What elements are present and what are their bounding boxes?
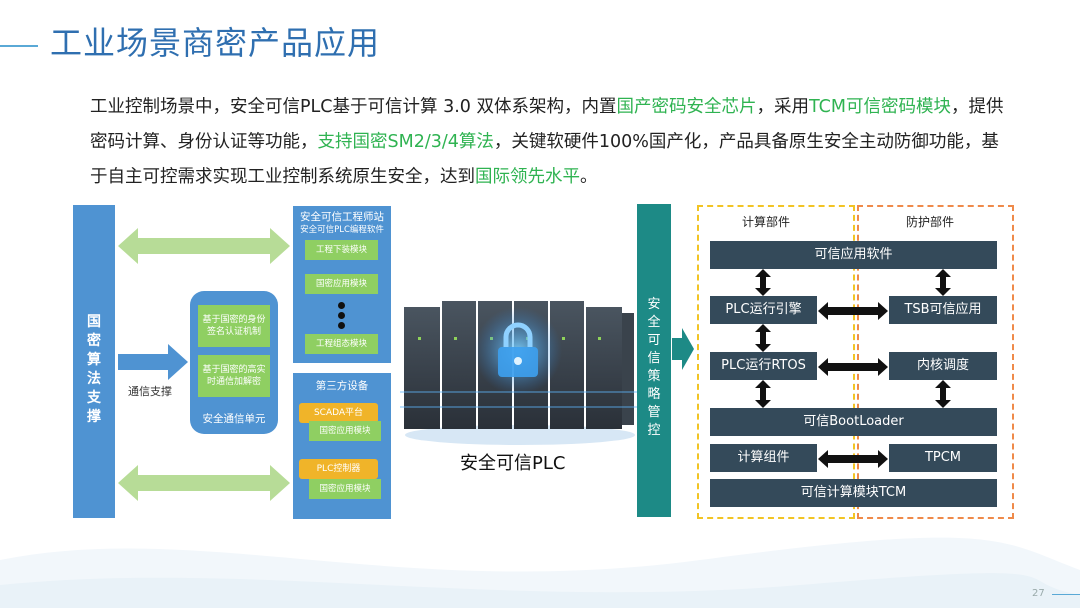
plc-crypto-module: 国密应用模块 xyxy=(309,479,381,499)
title-accent-line xyxy=(0,45,38,47)
trusted-compute-module-tcm: 可信计算模块TCM xyxy=(710,479,997,507)
page-title: 工业场景商密产品应用 xyxy=(50,24,381,62)
compute-region xyxy=(697,205,855,519)
engineer-station-title: 安全可信工程师站 xyxy=(300,211,384,223)
tpcm: TPCM xyxy=(889,444,997,472)
plc-label: 安全可信PLC xyxy=(460,453,566,474)
trusted-bootloader: 可信BootLoader xyxy=(710,408,997,436)
compute-region-caption: 计算部件 xyxy=(742,215,791,229)
intro-text-2: ，采用 xyxy=(756,97,809,117)
trusted-app-software: 可信应用软件 xyxy=(710,241,997,269)
intro-text-1: 工业控制场景中，安全可信PLC基于可信计算 3.0 双体系架构，内置 xyxy=(90,97,617,117)
identity-auth-module: 基于国密的身份签名认证机制 xyxy=(198,305,270,347)
secure-comm-unit: 基于国密的身份签名认证机制 基于国密的高实时通信加解密 安全通信单元 xyxy=(190,291,278,434)
secure-comm-unit-caption: 安全通信单元 xyxy=(202,413,266,425)
horizontal-double-arrow xyxy=(818,302,888,320)
engineer-station-subtitle: 安全可信PLC编程软件 xyxy=(300,225,384,235)
policy-control-pillar: 安 全 可 信 策 略 管 控 xyxy=(637,204,671,517)
double-arrow-top xyxy=(118,228,290,264)
vertical-double-arrow xyxy=(755,380,771,408)
plc-device-image xyxy=(400,301,640,445)
intro-text-4: ，关键软硬件100%国产化，产品具备原生安全主动防御功能，基于自主可控需求实现工… xyxy=(90,132,999,187)
scada-platform: SCADA平台 xyxy=(299,403,378,423)
ellipsis-dot xyxy=(338,312,345,319)
compute-component: 计算组件 xyxy=(710,444,817,472)
comm-encryption-module: 基于国密的高实时通信加解密 xyxy=(198,355,270,397)
vertical-double-arrow xyxy=(935,380,951,408)
intro-highlight-sm: 支持国密SM2/3/4算法 xyxy=(317,132,494,152)
intro-highlight-chip: 国产密码安全芯片 xyxy=(616,97,757,117)
protection-region-caption: 防护部件 xyxy=(906,215,955,229)
third-party-title: 第三方设备 xyxy=(315,380,369,392)
page-number: 27 xyxy=(1032,588,1045,599)
plc-engine: PLC运行引擎 xyxy=(710,296,817,324)
third-party-devices: 第三方设备 SCADA平台 国密应用模块 PLC控制器 国密应用模块 xyxy=(293,373,391,519)
comm-support-label: 通信支撑 xyxy=(128,385,172,398)
protection-region xyxy=(857,205,1014,519)
crypto-support-pillar: 国 密 算 法 支 撑 xyxy=(73,205,115,518)
policy-control-label: 安 全 可 信 策 略 管 控 xyxy=(647,297,661,438)
double-arrow-bottom xyxy=(118,465,290,501)
footer-accent-line xyxy=(1052,594,1080,595)
project-config-module: 工程组态模块 xyxy=(305,334,378,354)
horizontal-double-arrow xyxy=(818,450,888,468)
ellipsis-dot xyxy=(338,302,345,309)
horizontal-double-arrow xyxy=(818,358,888,376)
vertical-double-arrow xyxy=(755,324,771,352)
tsb-trusted-app: TSB可信应用 xyxy=(889,296,997,324)
kernel-scheduler: 内核调度 xyxy=(889,352,997,380)
intro-highlight-tcm: TCM可信密码模块 xyxy=(808,97,951,117)
crypto-app-module: 国密应用模块 xyxy=(305,274,378,294)
intro-highlight-level: 国际领先水平 xyxy=(475,167,580,187)
intro-paragraph: 工业控制场景中，安全可信PLC基于可信计算 3.0 双体系架构，内置国产密码安全… xyxy=(90,90,1010,195)
scada-crypto-module: 国密应用模块 xyxy=(309,421,381,441)
plc-controller: PLC控制器 xyxy=(299,459,378,479)
comm-support-arrow xyxy=(118,344,188,380)
engineer-station: 安全可信工程师站 安全可信PLC编程软件 工程下装模块 国密应用模块 工程组态模… xyxy=(293,206,391,363)
ellipsis-dot xyxy=(338,322,345,329)
plc-rtos: PLC运行RTOS xyxy=(710,352,817,380)
vertical-double-arrow xyxy=(935,269,951,296)
intro-text-5: 。 xyxy=(580,167,598,187)
intro-text-3: ，提供密码计算、身份认证等功能， xyxy=(90,97,1004,152)
policy-arrow xyxy=(672,328,694,370)
crypto-support-label: 国 密 算 法 支 撑 xyxy=(87,314,101,425)
vertical-double-arrow xyxy=(755,269,771,296)
project-download-module: 工程下装模块 xyxy=(305,240,378,260)
